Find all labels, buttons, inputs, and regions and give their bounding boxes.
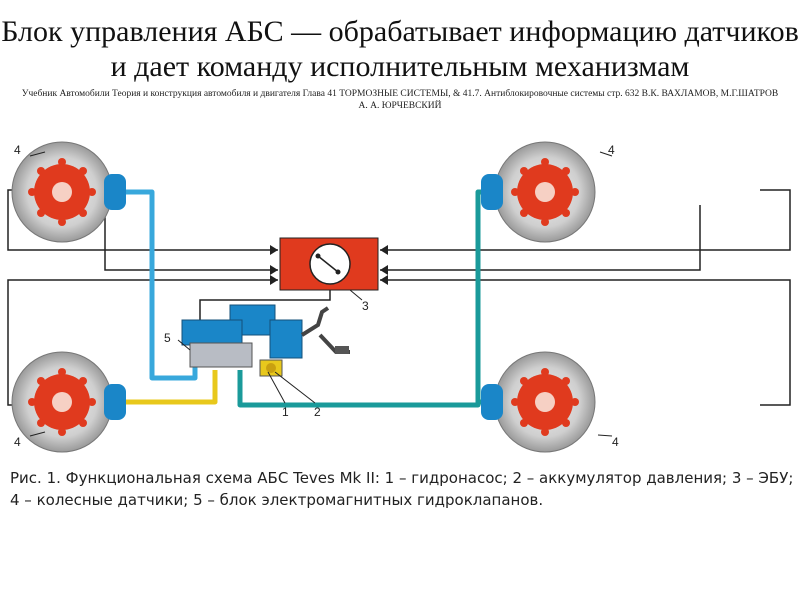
label-valve-block: 5 [164,331,171,345]
label-accumulator: 2 [314,405,321,419]
wheel-front-left [11,141,126,243]
label-ecu: 3 [362,299,369,313]
sensor-wiring [7,189,791,406]
ecu-box [279,237,379,291]
page-title: Блок управления АБС — обрабатывает инфор… [1,15,799,83]
wheel-rear-right [481,351,596,453]
label-leaders [29,151,613,437]
abs-diagram: 4 4 4 4 3 5 1 2 [7,141,791,453]
label-sensor-front-left: 4 [14,143,21,157]
brake-line-front-left [125,189,198,381]
figure-caption: Рис. 1. Функциональная схема АБС Teves M… [10,469,794,509]
label-sensor-rear-left: 4 [14,435,21,449]
label-pump: 1 [282,405,289,419]
wheel-rear-left [11,351,126,453]
brake-line-rear-left [125,370,218,405]
hydraulic-unit [181,304,350,377]
brake-lines [125,189,497,408]
label-sensor-rear-right: 4 [612,435,619,449]
page-subtitle: Учебник Автомобили Теория и конструкция … [21,89,779,111]
label-sensor-front-right: 4 [608,143,615,157]
wheel-front-right [481,141,596,243]
